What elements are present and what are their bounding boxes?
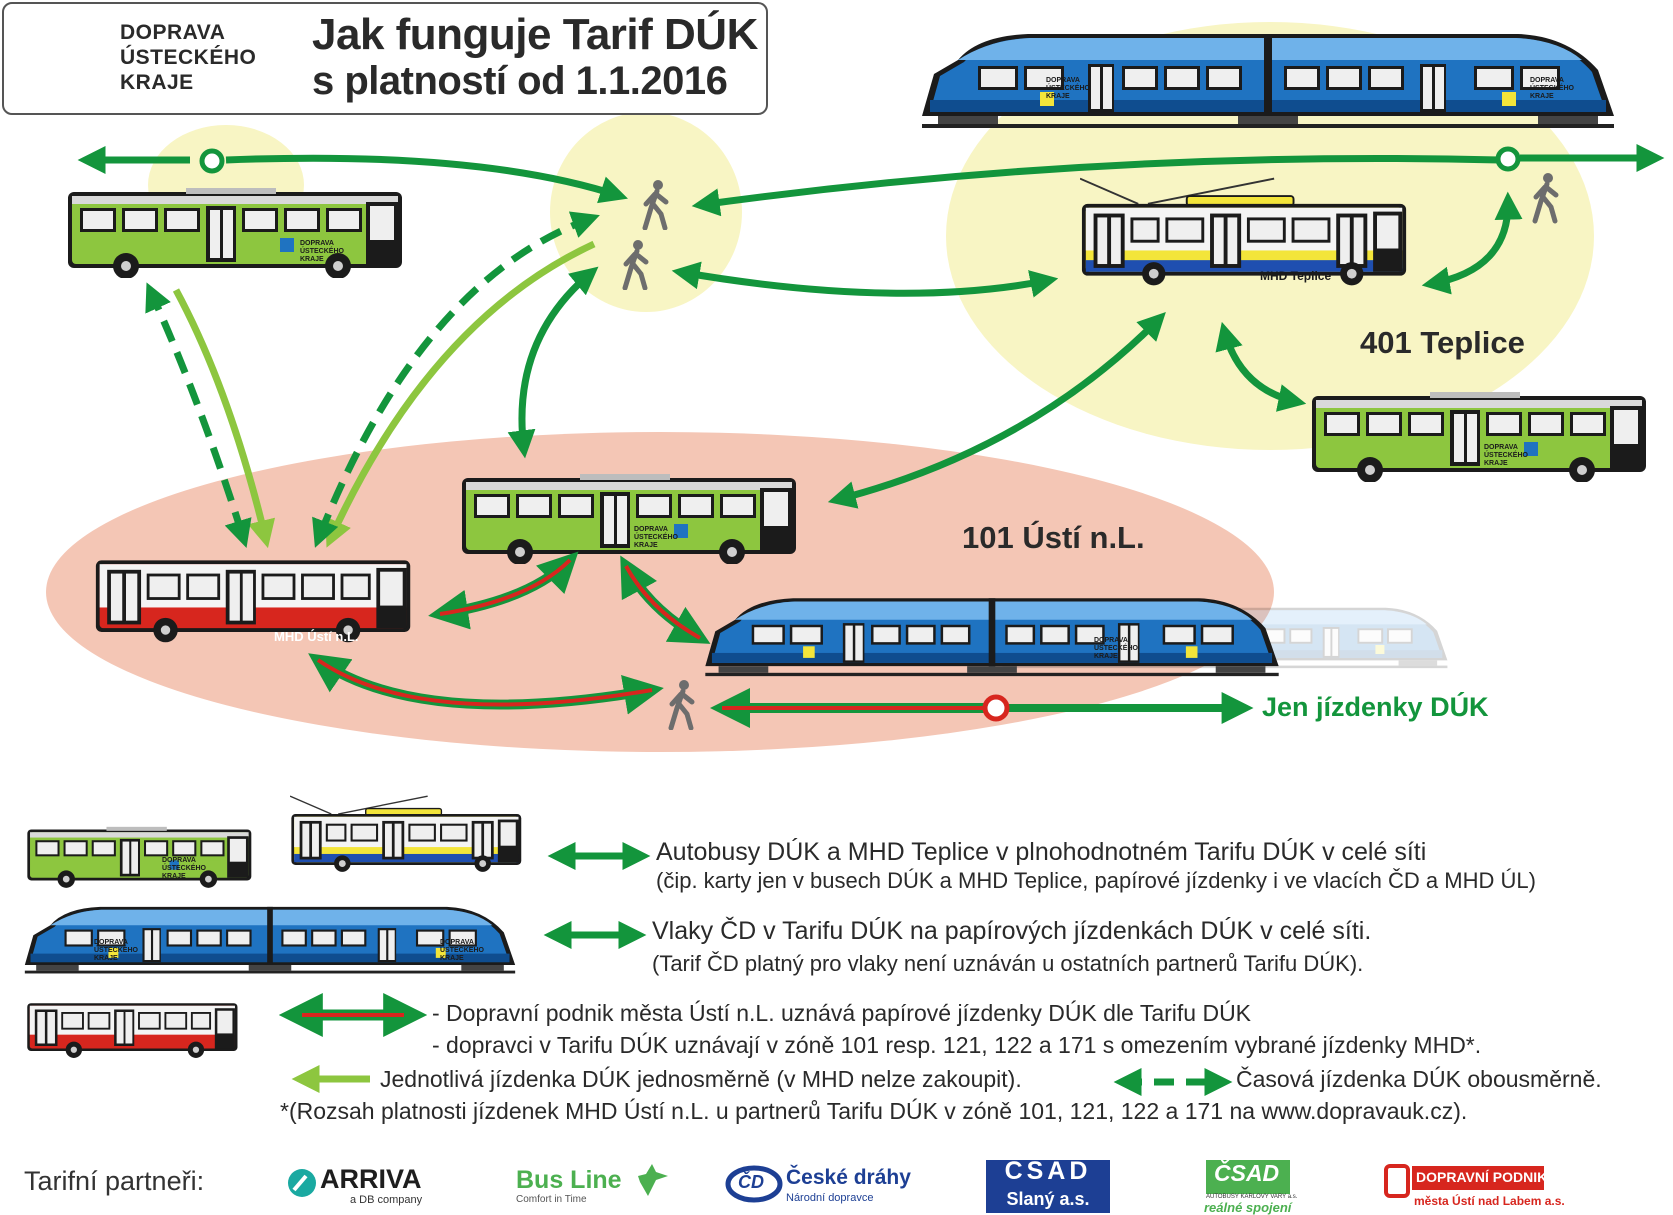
- dp-logo: DOPRAVNÍ PODNIK: [1416, 1169, 1548, 1185]
- arrow-bus-to-transfer: [225, 154, 628, 204]
- csad-slany-logo: [986, 1160, 1110, 1213]
- arriva-sub: a DB company: [350, 1194, 423, 1206]
- arrow-transfer-trolley: [671, 261, 1059, 298]
- arrow-red-mhd-bus: [428, 551, 579, 630]
- page-subtitle: s platností od 1.1.2016: [312, 59, 728, 103]
- csad-sub: Slaný a.s.: [1006, 1189, 1090, 1209]
- csad-kv-mark: ČSAD: [1214, 1160, 1280, 1186]
- arrow-transfer-bus: [507, 266, 599, 459]
- legend-bus-text: Autobusy DÚK a MHD Teplice v plnohodnotn…: [656, 838, 1427, 866]
- train-usti: [705, 598, 1279, 677]
- brand-line: KRAJE: [120, 71, 194, 94]
- brand-line: ÚSTECKÉHO: [120, 46, 257, 69]
- arrow-red-bus-train: [620, 555, 711, 644]
- legend-train-text: Vlaky ČD v Tarifu DÚK na papírových jízd…: [652, 917, 1372, 945]
- arrow-trolley-bus-teplice: [1215, 321, 1307, 412]
- csad-kv-sub: reálné spojení: [1204, 1200, 1292, 1215]
- legend-time-ticket: Časová jízdenka DÚK obousměrně.: [1236, 1066, 1602, 1092]
- busline-logo: Bus Line: [516, 1166, 622, 1194]
- cd-logo-icon: [725, 1165, 783, 1203]
- arrow-time-transfer-mhd: [312, 211, 600, 548]
- stop-node-left: [199, 148, 225, 174]
- partners-label: Tarifní partneři:: [24, 1166, 205, 1196]
- dp-sub: města Ústí nad Labem a.s.: [1414, 1194, 1565, 1208]
- arriva-icon-mark: [292, 1174, 308, 1192]
- cd-sub: Národní dopravce: [786, 1192, 874, 1204]
- bus-duk-teplice: [1312, 392, 1646, 482]
- bus-mhd-usti: [95, 560, 411, 643]
- deer-icon: [638, 1164, 668, 1196]
- legend-bus-mhd: [27, 1003, 238, 1058]
- bus-duk-top-left: [68, 188, 402, 278]
- brand-name: DOPRAVA ÚSTECKÉHO KRAJE: [120, 20, 256, 95]
- dp-logo-icon: [1384, 1164, 1410, 1198]
- zone-label-usti: 101 Ústí n.L.: [962, 520, 1145, 555]
- busline-sub: Comfort in Time: [516, 1194, 587, 1205]
- dp-logo-bar: [1412, 1166, 1544, 1190]
- header-box: [2, 2, 768, 115]
- legend-single-ticket: Jednotlivá jízdenka DÚK jednosměrně (v M…: [380, 1066, 1022, 1092]
- bus-duk-center: [462, 474, 796, 564]
- legend-bus-subtext: (čip. karty jen v busech DÚK a MHD Tepli…: [656, 868, 1536, 893]
- mhd-teplice-label: MHD Teplice: [1260, 269, 1331, 283]
- legend-mhd-text: - Dopravní podnik města Ústí n.L. uznává…: [432, 1000, 1252, 1026]
- csad-logo: ČSAD: [1004, 1157, 1092, 1185]
- legend-footnote: *(Rozsah platnosti jízdenek MHD Ústí n.L…: [280, 1098, 1468, 1124]
- legend-mhd-subtext: - dopravci v Tarifu DÚK uznávají v zóně …: [432, 1032, 1482, 1058]
- brand-line: DOPRAVA: [120, 21, 226, 44]
- arrow-train-to-transfer: [691, 154, 1501, 217]
- arrow-trolley-pedestrian: [1421, 191, 1523, 295]
- mhd-usti-label: MHD Ústí n.L.: [274, 629, 359, 644]
- cd-logo: České dráhy: [786, 1166, 911, 1189]
- page-title: Jak funguje Tarif DÚK: [312, 10, 758, 59]
- csad-kv-small: AUTOBUSY KARLOVY VARY a.s.: [1206, 1194, 1298, 1200]
- stop-node-right: [1495, 146, 1521, 172]
- legend-train-subtext: (Tarif ČD platný pro vlaky není uznáván …: [652, 951, 1364, 976]
- cd-mark: ČD: [738, 1172, 764, 1192]
- arriva-logo: ARRIVA: [320, 1164, 422, 1194]
- arrow-trolley-bus: [827, 312, 1166, 509]
- legend-bus-duk: [27, 826, 252, 888]
- zone-label-teplice: 401 Teplice: [1360, 325, 1525, 360]
- arrow-red-mhd-pedestrian: [308, 653, 664, 715]
- csad-kv-logo: [1206, 1160, 1290, 1194]
- train-top: [922, 34, 1614, 128]
- note-duk-only: Jen jízdenky DÚK: [1262, 692, 1489, 722]
- stop-node-usti: [982, 694, 1010, 722]
- legend-trolleybus: [290, 795, 523, 873]
